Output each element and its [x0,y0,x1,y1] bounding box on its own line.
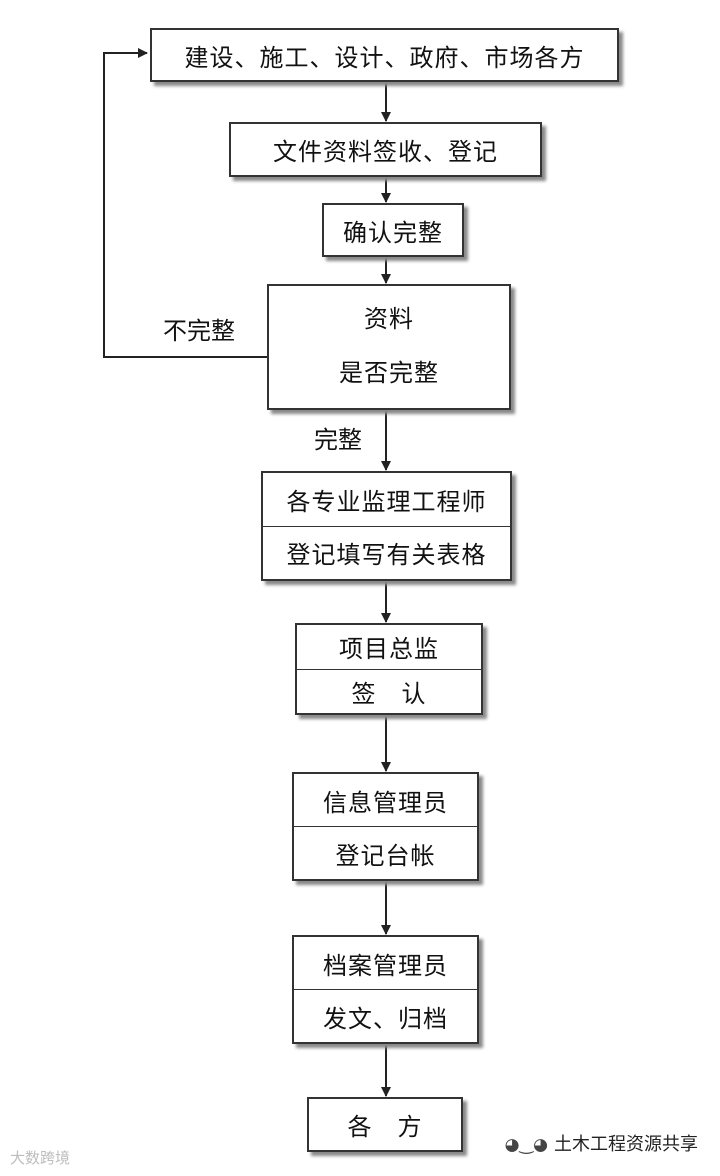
watermark-right-text: 土木工程资源共享 [554,1134,698,1155]
box-project-director: 项目总监 签 认 [295,623,483,715]
watermark-right: ◕‿◕ 土木工程资源共享 [505,1130,698,1156]
wechat-icon: ◕‿◕ [504,1135,548,1155]
box-completeness-check: 资料 是否完整 [267,284,511,410]
box-document-receipt-label: 文件资料签收、登记 [273,138,498,166]
box-all-parties-label: 建设、施工、设计、政府、市场各方 [184,43,585,72]
box-archive-manager: 档案管理员 发文、归档 [292,935,479,1044]
box-archive-manager-line-1: 档案管理员 [323,951,448,980]
label-incomplete: 不完整 [163,317,235,345]
box-info-manager-line-1: 信息管理员 [323,788,448,817]
box-all-parties-final: 各 方 [307,1097,463,1152]
box-all-parties: 建设、施工、设计、政府、市场各方 [150,28,619,82]
box-supervising-engineers-line-1: 各专业监理工程师 [286,487,487,516]
watermark-left: 大数跨境 [10,1149,71,1167]
box-info-manager-line-2: 登记台帐 [294,826,477,879]
box-info-manager: 信息管理员 登记台帐 [292,772,479,881]
box-supervising-engineers: 各专业监理工程师 登记填写有关表格 [261,471,512,581]
box-supervising-engineers-line-2: 登记填写有关表格 [263,525,510,580]
decision-line-1: 资料 [364,304,414,333]
arrow-feedback-loop [103,48,267,358]
decision-line-2: 是否完整 [339,358,439,387]
box-confirm-complete: 确认完整 [322,203,464,257]
box-archive-manager-line-2: 发文、归档 [294,989,477,1042]
box-confirm-complete-label: 确认完整 [343,218,443,247]
label-complete: 完整 [314,426,362,454]
box-project-director-line-2: 签 认 [297,668,481,714]
box-project-director-line-1: 项目总监 [339,635,439,664]
box-document-receipt: 文件资料签收、登记 [229,122,542,177]
box-all-parties-final-label: 各 方 [347,1113,423,1141]
